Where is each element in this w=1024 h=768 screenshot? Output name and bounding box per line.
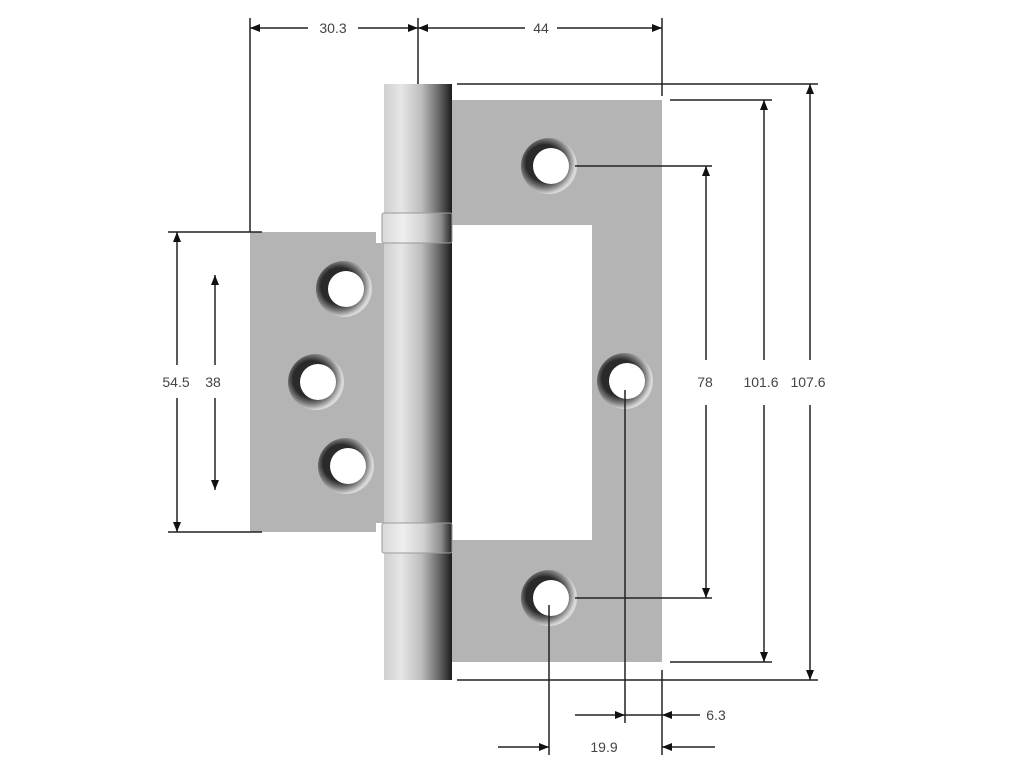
dim-outer-hole-spacing: 38 xyxy=(205,374,221,390)
dim-outer-hole-edge-offset: 19.9 xyxy=(590,739,617,755)
dim-outer-leaf-width: 30.3 xyxy=(319,20,346,36)
dim-hole-edge-offset: 6.3 xyxy=(706,707,726,723)
hinge-pin-barrel xyxy=(384,84,452,680)
leaf-cutout xyxy=(455,225,592,540)
dim-inner-leaf-height: 101.6 xyxy=(743,374,778,390)
outer-leaf-hole-bottom xyxy=(318,438,374,494)
inner-leaf-hole-bottom xyxy=(521,570,577,626)
inner-leaf-hole-middle xyxy=(597,353,653,409)
outer-leaf-hole-middle xyxy=(288,354,344,410)
dim-outer-leaf-height: 54.5 xyxy=(162,374,189,390)
dim-inner-hole-spacing: 78 xyxy=(697,374,713,390)
upper-knuckle xyxy=(381,212,453,244)
lower-knuckle xyxy=(381,522,453,554)
outer-leaf-hole-top xyxy=(316,261,372,317)
dim-overall-height: 107.6 xyxy=(790,374,825,390)
dim-inner-leaf-width: 44 xyxy=(533,20,549,36)
inner-leaf-hole-top xyxy=(521,138,577,194)
inner-leaf xyxy=(452,100,662,662)
